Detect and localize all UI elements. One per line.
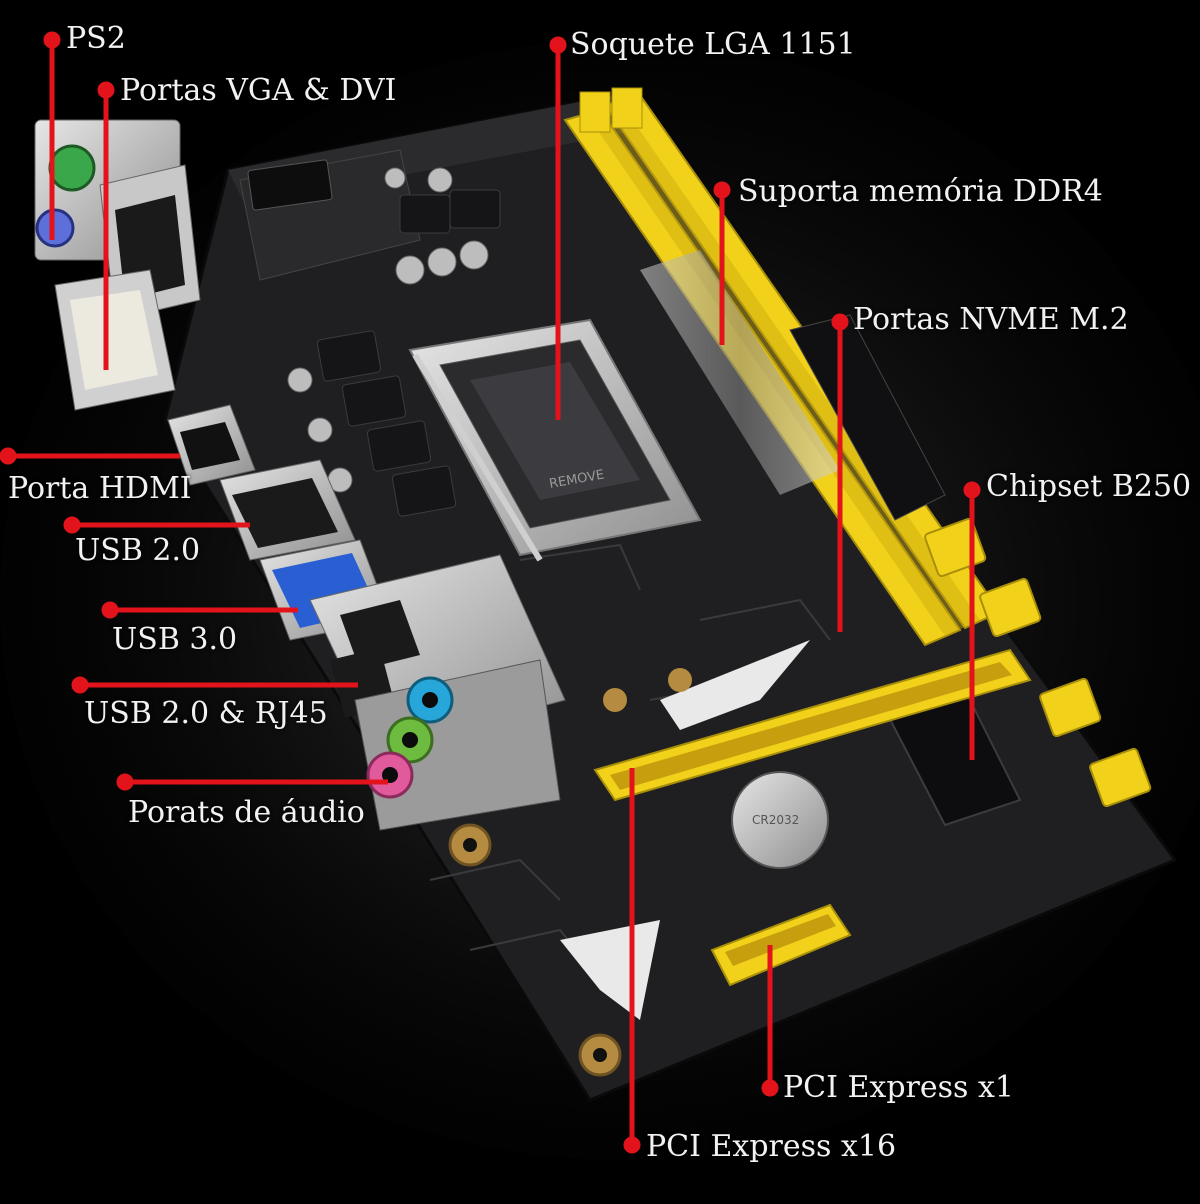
label-nvme: Portas NVME M.2 — [853, 302, 1129, 337]
cmos-battery — [731, 771, 829, 869]
leader-pcie-x1-dot — [761, 1079, 779, 1097]
label-ddr4: Suporta memória DDR4 — [738, 174, 1103, 209]
cpu-power-connector — [247, 159, 333, 211]
cmos-battery-text: CR2032 — [752, 813, 799, 827]
vrm-capacitors — [287, 167, 489, 493]
label-usb2: USB 2.0 — [75, 533, 201, 568]
leader-chipset-dot — [963, 481, 981, 499]
leader-vga-dvi-dot — [97, 81, 115, 99]
socket-lever — [412, 353, 543, 562]
leader-lines — [0, 31, 981, 1154]
label-audio: Porats de áudio — [128, 795, 365, 830]
leader-socket-dot — [549, 36, 567, 54]
ps2-mouse-port — [48, 144, 96, 192]
label-socket: Soquete LGA 1151 — [570, 27, 856, 62]
mounting-holes — [448, 668, 692, 1077]
leader-pcie-x16-dot — [623, 1136, 641, 1154]
label-usb2-rj45: USB 2.0 & RJ45 — [84, 696, 328, 731]
label-pcie-x16: PCI Express x16 — [646, 1129, 897, 1164]
ram-heatsink — [640, 250, 840, 495]
vrm-chokes — [316, 189, 501, 517]
leader-nvme-dot — [831, 313, 849, 331]
label-ps2: PS2 — [66, 21, 126, 56]
label-chipset: Chipset B250 — [986, 469, 1192, 504]
leader-usb2-rj45-dot — [71, 676, 89, 694]
pcie-x16-slot — [593, 648, 1032, 802]
label-usb3: USB 3.0 — [112, 622, 238, 657]
pcie-x1-slot — [710, 903, 852, 987]
leader-ddr4-dot — [713, 181, 731, 199]
label-vga-dvi: Portas VGA & DVI — [120, 73, 397, 108]
leader-audio-dot — [116, 773, 134, 791]
white-chevron-top — [660, 640, 810, 730]
cpu-socket-center — [470, 362, 640, 500]
white-chevron-bottom — [560, 920, 660, 1020]
label-hdmi: Porta HDMI — [8, 471, 192, 506]
label-pcie-x1: PCI Express x1 — [783, 1070, 1014, 1105]
io-ports — [34, 119, 566, 831]
leader-ps2-dot — [43, 31, 61, 49]
leader-hdmi-dot — [0, 447, 17, 465]
nvme-slot-block — [789, 314, 946, 521]
leader-usb2-dot — [63, 516, 81, 534]
leader-usb3-dot — [101, 601, 119, 619]
ps2-keyboard-port — [35, 208, 75, 248]
